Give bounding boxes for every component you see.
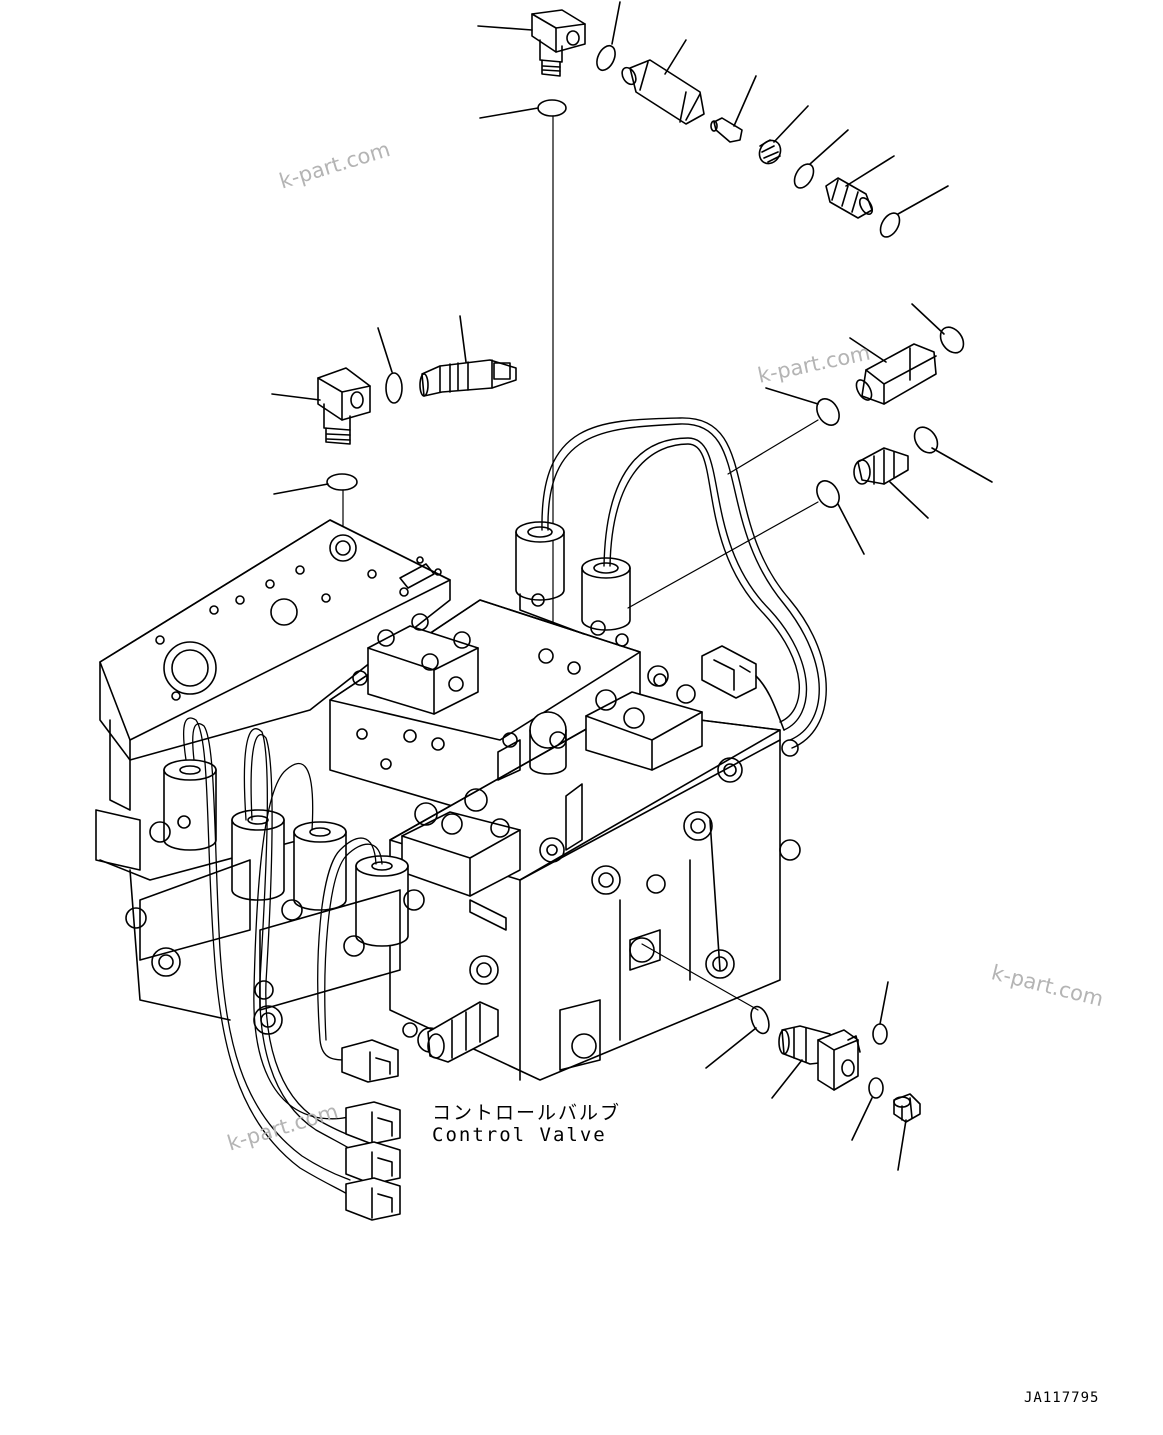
- front-fitting: [427, 1001, 499, 1063]
- leader-line: [879, 981, 889, 1025]
- caption-english: Control Valve: [432, 1124, 607, 1146]
- harness-connectors: [341, 1039, 401, 1221]
- leader-line: [809, 129, 849, 165]
- relief-valve-body: [621, 59, 705, 125]
- valve-top-bolts: [352, 613, 801, 1038]
- leader-line: [771, 1059, 803, 1099]
- o-ring: [939, 326, 965, 354]
- leader-line: [897, 185, 949, 215]
- o-ring: [537, 99, 567, 117]
- axis-line: [627, 501, 819, 609]
- o-ring: [816, 398, 840, 426]
- o-ring: [750, 1005, 770, 1035]
- lower-pressure-switch: [778, 1025, 861, 1091]
- caption-japanese: コントロールバルブ: [432, 1102, 622, 1124]
- leader-line: [931, 447, 993, 483]
- axis-line: [727, 419, 819, 475]
- leader-line: [377, 327, 393, 373]
- solenoid-valves: [125, 759, 443, 1053]
- leader-line: [273, 483, 329, 495]
- adjust-plug: [825, 177, 874, 219]
- leader-line: [897, 1119, 907, 1171]
- axis-line: [641, 943, 759, 1011]
- leader-line: [477, 25, 533, 31]
- leader-line: [271, 393, 321, 401]
- top-port-cylinders: [515, 521, 631, 635]
- pressure-sensor: [419, 359, 517, 397]
- leader-line: [845, 155, 895, 187]
- wire-harness: [182, 717, 383, 1197]
- leader-line: [705, 1027, 757, 1069]
- poppet: [710, 117, 743, 143]
- leader-line: [459, 315, 467, 363]
- top-elbow-fitting: [531, 9, 586, 77]
- o-ring: [385, 372, 403, 404]
- leader-line: [837, 503, 865, 555]
- right-relief-body: [855, 343, 937, 405]
- leader-line: [479, 107, 539, 119]
- lower-plug: [893, 1093, 921, 1123]
- spring: [758, 139, 782, 165]
- o-ring: [872, 1023, 888, 1045]
- left-elbow-fitting: [317, 367, 371, 445]
- leader-line: [849, 337, 887, 363]
- o-ring: [793, 163, 815, 189]
- o-ring: [326, 473, 358, 491]
- right-plug: [853, 447, 909, 485]
- leader-line: [889, 481, 929, 519]
- o-ring: [596, 44, 616, 72]
- o-ring: [868, 1077, 884, 1099]
- leader-line: [773, 105, 809, 143]
- leader-line: [733, 75, 757, 127]
- o-ring: [816, 480, 840, 508]
- o-ring: [879, 212, 901, 238]
- leader-line: [851, 1097, 873, 1141]
- pilot-tubes: [541, 417, 827, 749]
- leader-line: [664, 39, 687, 75]
- leader-line: [765, 387, 819, 405]
- leader-line: [911, 303, 945, 335]
- connector-upper: [701, 645, 785, 731]
- leader-line: [611, 1, 621, 45]
- drawing-code: JA117795: [1024, 1390, 1100, 1406]
- o-ring: [913, 426, 939, 454]
